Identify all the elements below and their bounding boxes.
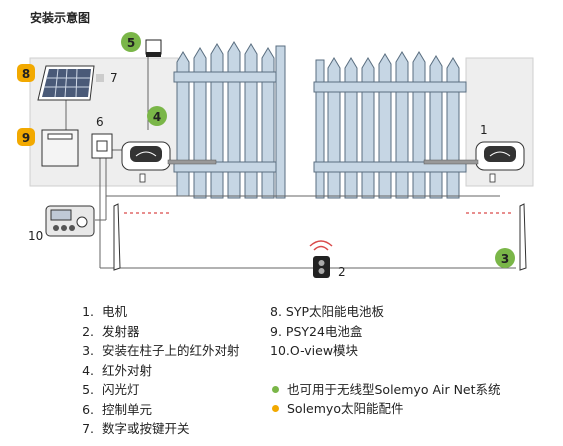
legend-item: 4.红外对射 bbox=[82, 362, 153, 378]
solar-panel bbox=[37, 65, 95, 101]
motor-right bbox=[423, 141, 525, 171]
legend-item: 6.控制单元 bbox=[82, 401, 153, 417]
right-gate-leaf bbox=[313, 51, 467, 199]
transmitter bbox=[309, 240, 333, 278]
photocell-right bbox=[489, 173, 496, 183]
callout-6-label: 6 bbox=[96, 115, 104, 129]
legend-item: 9. PSY24电池盒 bbox=[270, 323, 363, 339]
callout-10-label: 10 bbox=[28, 229, 43, 243]
callout-5-marker: 5 bbox=[121, 32, 141, 52]
note-wireless: 也可用于无线型Solemyo Air Net系统 bbox=[270, 380, 501, 400]
callout-7-label: 7 bbox=[110, 71, 118, 85]
photocell-left bbox=[139, 173, 146, 183]
callout-4-marker: 4 bbox=[147, 106, 167, 126]
note-solar: Solemyo太阳能配件 bbox=[270, 399, 501, 419]
o-view-module bbox=[45, 205, 95, 237]
page-title: 安装示意图 bbox=[30, 11, 91, 25]
legend-item: 5.闪光灯 bbox=[82, 382, 140, 397]
svg-text:9: 9 bbox=[22, 131, 30, 145]
keypad-switch bbox=[96, 74, 104, 82]
legend-right: 8. SYP太阳能电池板 9. PSY24电池盒 10.O-view模块 也可用… bbox=[270, 302, 501, 419]
svg-text:4: 4 bbox=[153, 110, 161, 124]
legend-item: 7.数字或按键开关 bbox=[82, 421, 190, 436]
battery-box bbox=[41, 129, 79, 167]
orange-dot-icon bbox=[272, 405, 279, 412]
wiring bbox=[65, 56, 516, 269]
legend-item: 2.发射器 bbox=[82, 323, 140, 339]
post-photocell-right bbox=[519, 203, 527, 271]
callout-8-marker: 8 bbox=[17, 64, 35, 82]
svg-text:5: 5 bbox=[127, 36, 135, 50]
legend-item: 10.O-view模块 bbox=[270, 343, 359, 358]
svg-text:8: 8 bbox=[22, 67, 30, 81]
left-gate-leaf bbox=[173, 41, 286, 199]
callout-9-marker: 9 bbox=[17, 128, 35, 146]
motor-left bbox=[121, 141, 217, 171]
callout-3-marker: 3 bbox=[495, 248, 515, 268]
flashing-light bbox=[145, 39, 162, 57]
callout-1-label: 1 bbox=[480, 123, 488, 137]
post-photocell-left bbox=[113, 203, 121, 271]
green-dot-icon bbox=[272, 385, 279, 393]
svg-text:3: 3 bbox=[501, 252, 509, 266]
legend-item: 8. SYP太阳能电池板 bbox=[270, 304, 385, 319]
installation-diagram: 8 9 5 4 3 7 6 1 10 2 bbox=[17, 32, 534, 279]
legend-left: 1.电机 2.发射器 3.安装在柱子上的红外对射 4.红外对射 5.闪光灯 6.… bbox=[76, 302, 240, 439]
legend-item: 3.安装在柱子上的红外对射 bbox=[82, 343, 240, 358]
legend-item: 1.电机 bbox=[82, 304, 128, 319]
callout-2-label: 2 bbox=[338, 265, 346, 279]
control-unit bbox=[91, 133, 113, 159]
